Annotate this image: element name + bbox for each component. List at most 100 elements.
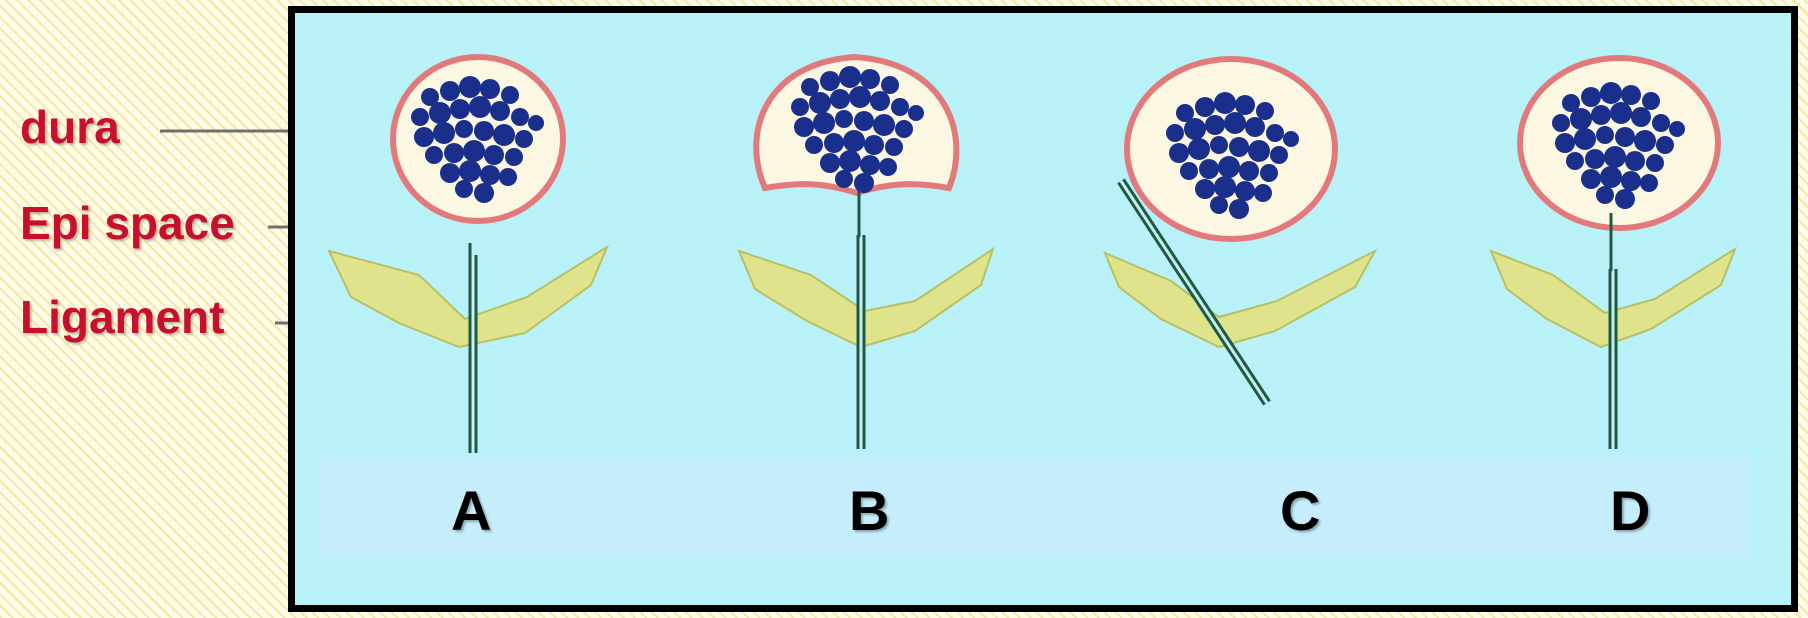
nerve-root-dot xyxy=(480,79,500,99)
nerve-root-dot xyxy=(873,114,895,136)
nerve-root-dot xyxy=(1229,137,1249,157)
nerve-root-dot xyxy=(484,145,504,165)
nerve-root-dot xyxy=(528,115,544,131)
nerve-root-dot xyxy=(469,96,491,118)
nerve-root-dot xyxy=(1239,161,1259,181)
nerve-root-dot xyxy=(463,140,485,162)
nerve-root-dot xyxy=(1248,140,1270,162)
nerve-root-dot xyxy=(843,130,865,152)
nerve-root-dot xyxy=(433,122,455,144)
nerve-root-dot xyxy=(459,160,481,182)
nerve-root-dot xyxy=(830,89,850,109)
nerve-root-dot xyxy=(1585,149,1605,169)
stage-b xyxy=(739,57,993,449)
nerve-root-dot xyxy=(1256,102,1274,120)
nerve-root-dot xyxy=(835,110,853,128)
nerve-root-dot xyxy=(1604,146,1626,168)
nerve-root-dot xyxy=(1235,95,1255,115)
nerve-root-dot xyxy=(1621,85,1641,105)
nerve-root-dot xyxy=(1210,196,1228,214)
nerve-root-dot xyxy=(1195,97,1215,117)
nerve-root-dot xyxy=(849,86,871,108)
nerve-root-dot xyxy=(459,76,481,98)
needle-stages-illustration xyxy=(295,13,1791,605)
nerve-root-dot xyxy=(1615,189,1635,209)
nerve-root-dot xyxy=(1669,121,1685,137)
nerve-root-dot xyxy=(1600,166,1622,188)
nerve-root-dot xyxy=(1555,133,1575,153)
stage-a xyxy=(329,57,607,453)
nerve-root-dot xyxy=(1245,117,1265,137)
nerve-root-dot xyxy=(809,92,831,114)
nerve-root-dot xyxy=(835,170,853,188)
nerve-root-dot xyxy=(895,120,913,138)
nerve-root-dot xyxy=(860,155,880,175)
needle-icon xyxy=(470,243,473,453)
nerve-root-dot xyxy=(1634,130,1656,152)
nerve-root-dot xyxy=(440,81,460,101)
nerve-root-dot xyxy=(455,180,473,198)
nerve-root-dot xyxy=(854,173,874,193)
stage-letter-d: D xyxy=(1610,483,1650,539)
diagram-panel: A B C D xyxy=(288,6,1798,612)
stage-letter-a: A xyxy=(451,483,491,539)
nerve-root-dot xyxy=(493,124,515,146)
nerve-root-dot xyxy=(1652,114,1670,132)
nerve-root-dot xyxy=(908,105,924,121)
nerve-root-dot xyxy=(1169,143,1189,163)
nerve-root-dot xyxy=(480,165,500,185)
nerve-root-dot xyxy=(429,102,451,124)
nerve-root-dot xyxy=(1214,92,1236,114)
nerve-root-dot xyxy=(1210,136,1228,154)
nerve-root-dot xyxy=(1254,184,1272,202)
nerve-root-dot xyxy=(860,69,880,89)
nerve-root-dot xyxy=(820,153,840,173)
nerve-root-dot xyxy=(885,138,903,156)
stage-d xyxy=(1491,58,1735,449)
ligament-chevron-icon xyxy=(1105,251,1375,347)
nerve-root-dot xyxy=(1218,156,1240,178)
nerve-root-dot xyxy=(813,112,835,134)
nerve-root-dot xyxy=(1199,159,1219,179)
nerve-root-dot xyxy=(824,133,844,153)
nerve-root-dot xyxy=(1581,169,1601,189)
nerve-root-dot xyxy=(854,111,874,131)
nerve-root-dot xyxy=(425,146,443,164)
nerve-root-dot xyxy=(1224,112,1246,134)
nerve-root-dot xyxy=(1574,128,1596,150)
nerve-root-dot xyxy=(1184,118,1206,140)
nerve-root-dot xyxy=(794,117,814,137)
nerve-root-dot xyxy=(1266,124,1284,142)
nerve-root-dot xyxy=(1600,82,1622,104)
nerve-root-dot xyxy=(820,71,840,91)
nerve-root-dot xyxy=(414,127,434,147)
nerve-root-dot xyxy=(805,136,823,154)
stage-letter-c: C xyxy=(1280,483,1320,539)
nerve-root-dot xyxy=(1552,114,1570,132)
nerve-root-dot xyxy=(1581,87,1601,107)
nerve-root-dot xyxy=(1621,171,1641,191)
nerve-root-dot xyxy=(1205,115,1225,135)
nerve-root-dot xyxy=(444,143,464,163)
nerve-root-dot xyxy=(1229,199,1249,219)
nerve-root-dot xyxy=(1631,107,1651,127)
nerve-root-dot xyxy=(450,99,470,119)
nerve-root-dot xyxy=(1596,126,1614,144)
nerve-root-dot xyxy=(1596,186,1614,204)
nerve-root-dot xyxy=(1235,181,1255,201)
nerve-root-dot xyxy=(891,98,909,116)
nerve-root-dot xyxy=(1591,105,1611,125)
nerve-root-dot xyxy=(511,108,529,126)
nerve-root-dot xyxy=(1260,164,1278,182)
nerve-root-dot xyxy=(1188,138,1210,160)
nerve-root-dot xyxy=(1570,108,1592,130)
nerve-root-dot xyxy=(440,163,460,183)
needle-icon xyxy=(859,191,861,449)
nerve-root-dot xyxy=(499,168,517,186)
nerve-root-dot xyxy=(1270,146,1288,164)
ligament-chevron-icon xyxy=(329,247,607,347)
nerve-root-dot xyxy=(839,150,861,172)
nerve-root-dot xyxy=(881,76,899,94)
nerve-root-dot xyxy=(864,135,884,155)
nerve-root-dot xyxy=(791,98,809,116)
